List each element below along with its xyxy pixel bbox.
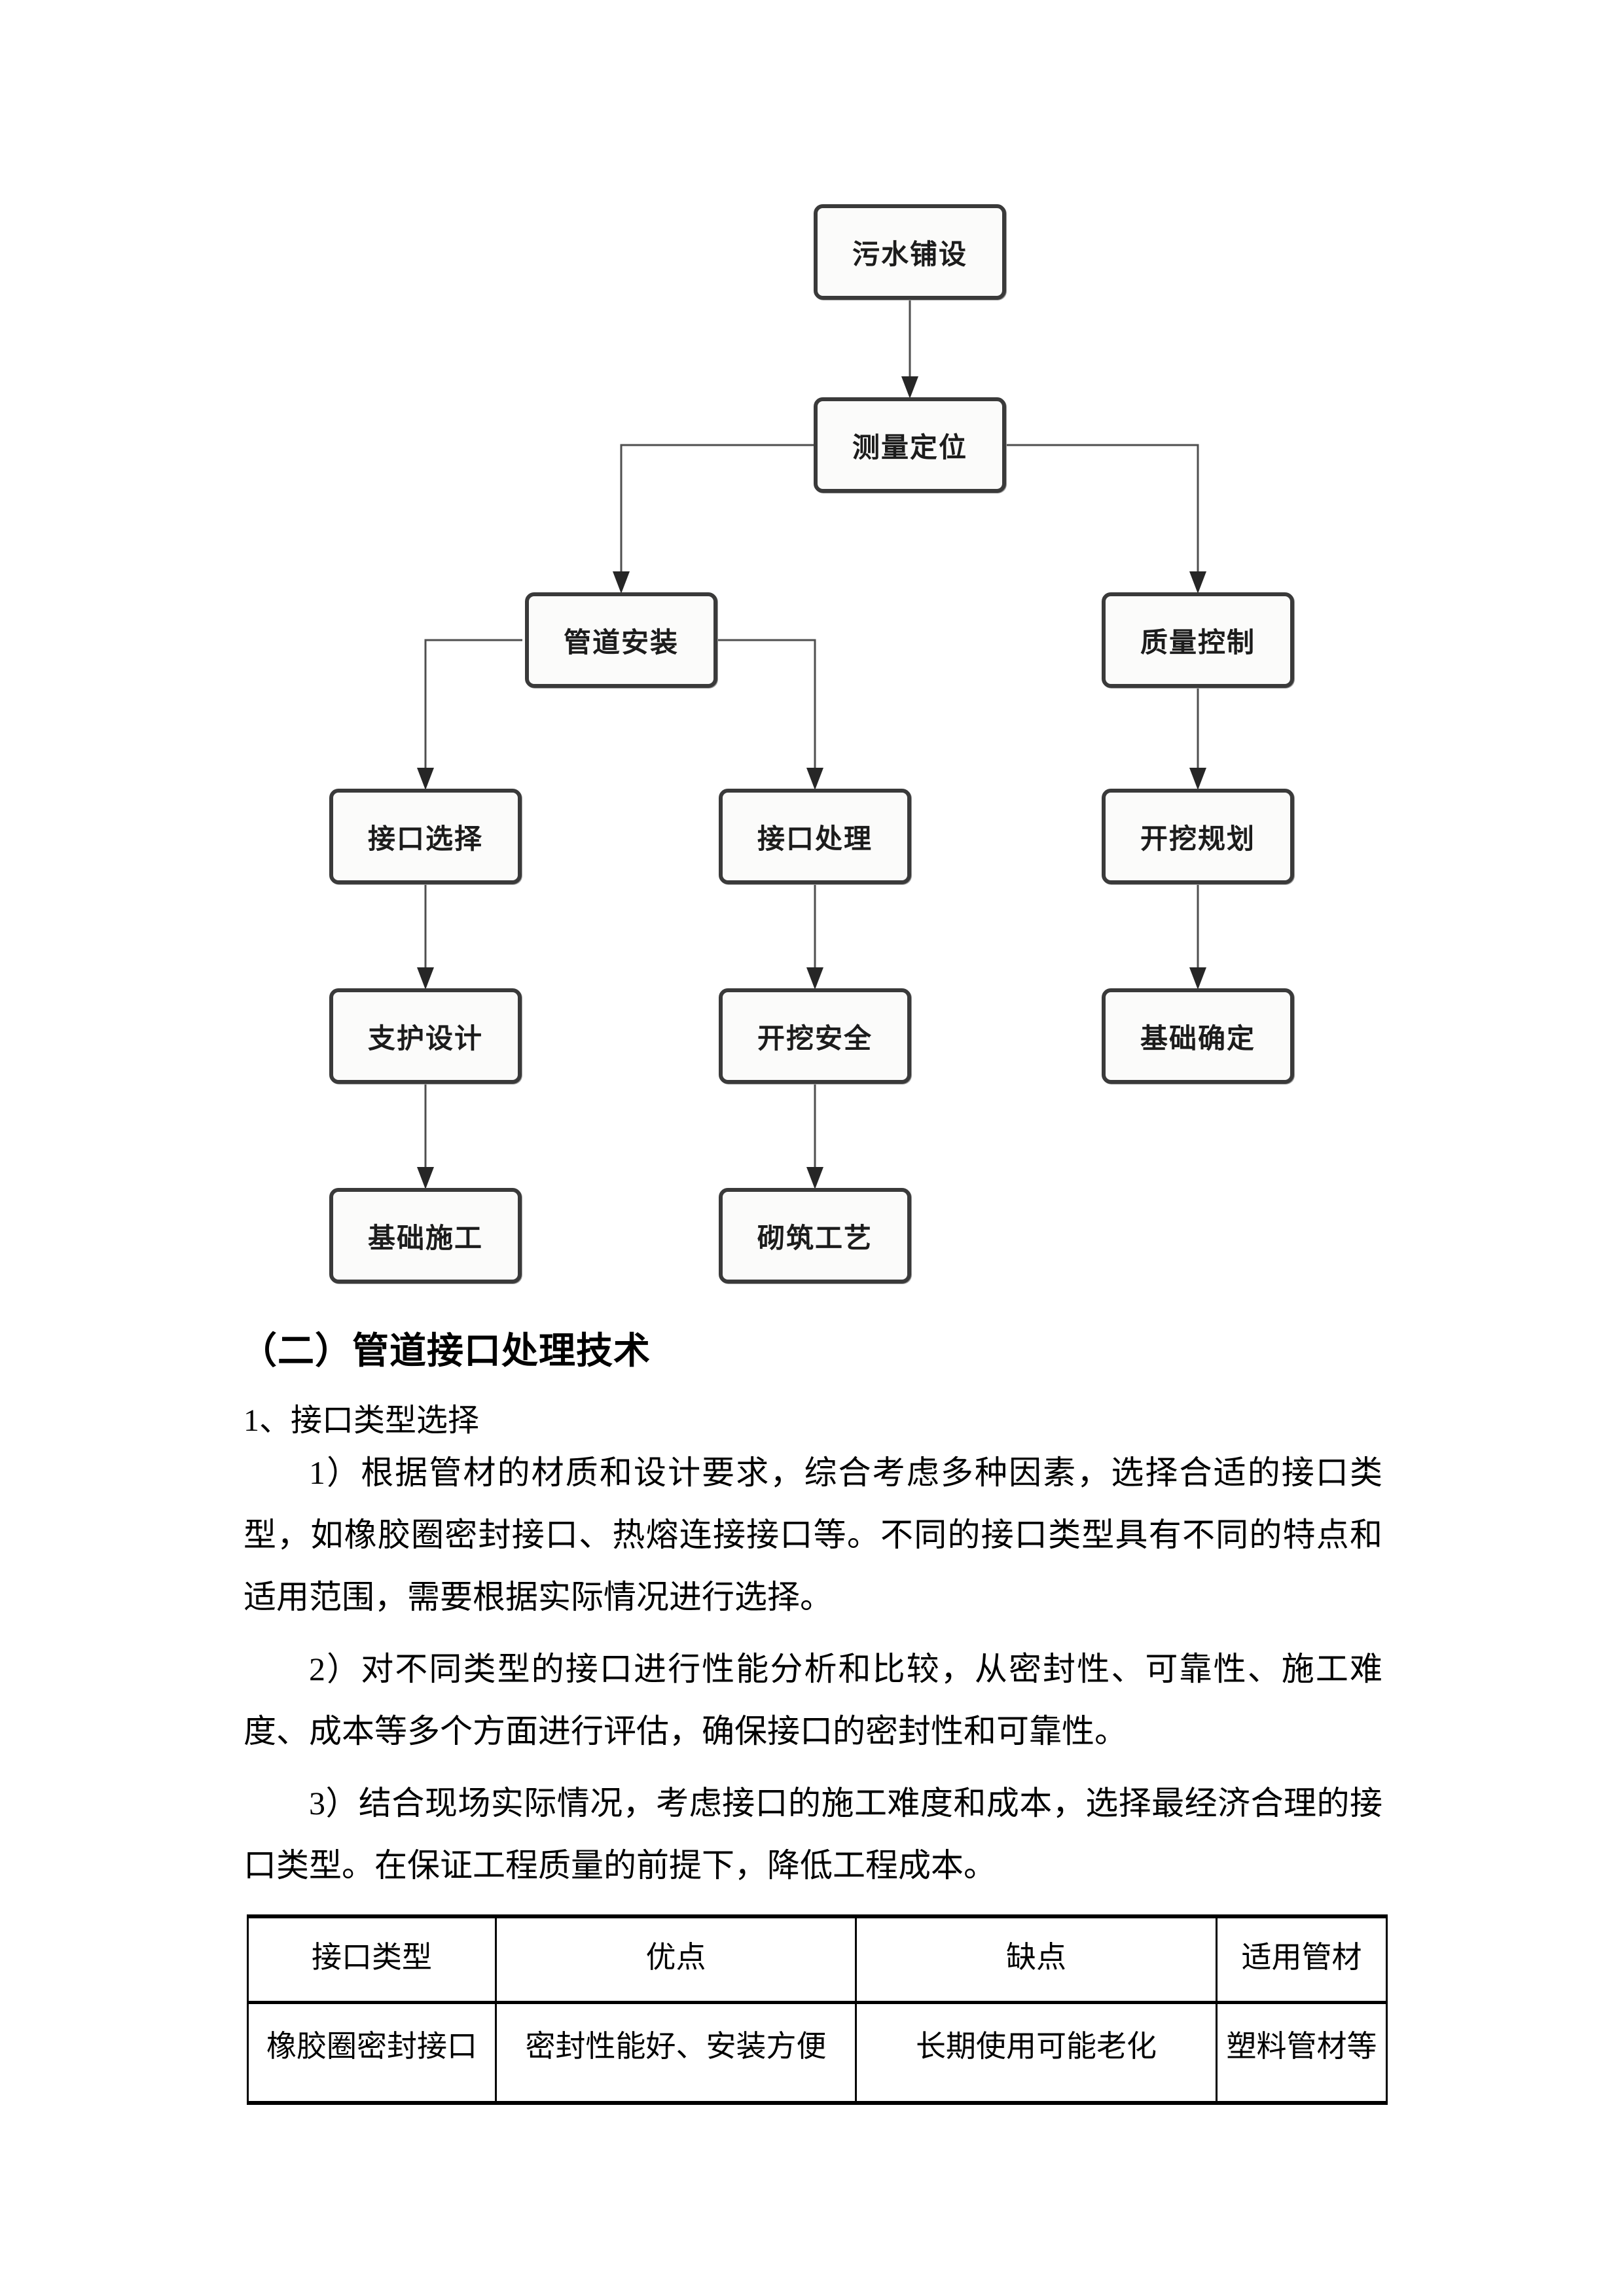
col-header-advantages: 优点 [495,1915,857,2004]
paragraph-3: 3）结合现场实际情况，考虑接口的施工难度和成本，选择最经济合理的接 口类型。在保… [244,1772,1382,1897]
flow-node-label: 支护设计 [367,1024,483,1054]
flow-node-label: 污水铺设 [852,240,967,270]
cell-applicable-pipes: 塑料管材等 [1216,2001,1388,2104]
connector-survey-to-quality [1006,444,1199,571]
flow-node-sewage-laying: 污水铺设 [814,204,1006,300]
paragraph-line: 度、成本等多个方面进行评估，确保接口的密封性和可靠性。 [244,1713,1127,1749]
flow-node-label: 开挖规划 [1140,824,1255,855]
flow-node-label: 接口选择 [367,824,483,855]
paragraph-line: 3）结合现场实际情况，考虑接口的施工难度和成本，选择最经济合理的接 [309,1785,1382,1821]
section-heading: （二）管道接口处理技术 [240,1331,651,1372]
flow-node-label: 基础施工 [367,1223,483,1254]
joint-type-table: 接口类型 优点 缺点 适用管材 橡胶圈密封接口 密封性能好、安装方便 长期使用可… [247,1914,1388,2105]
flow-node-joint-selection: 接口选择 [329,789,522,884]
cell-disadvantages: 长期使用可能老化 [855,2001,1218,2104]
paragraph-1: 1）根据管材的材质和设计要求，综合考虑多种因素，选择合适的接口类 型，如橡胶圈密… [244,1442,1382,1628]
cell-advantages: 密封性能好、安装方便 [495,2001,857,2104]
flow-node-masonry-technique: 砌筑工艺 [719,1188,911,1283]
paragraph-line: 2）对不同类型的接口进行性能分析和比较，从密封性、可靠性、施工难 [309,1651,1382,1687]
flow-node-joint-treatment: 接口处理 [719,789,911,884]
table-row: 橡胶圈密封接口 密封性能好、安装方便 长期使用可能老化 塑料管材等 [247,2001,1388,2104]
flow-node-label: 质量控制 [1140,628,1255,658]
process-flowchart: 污水铺设 测量定位 管道安装 质量控制 接口选择 接口处理 开挖规划 支护设计 … [329,204,1294,1283]
paragraph-line: 口类型。在保证工程质量的前提下，降低工程成本。 [244,1847,996,1884]
paragraph-line: 1）根据管材的材质和设计要求，综合考虑多种因素，选择合适的接口类 [309,1454,1382,1491]
flow-node-support-design: 支护设计 [329,988,522,1084]
cell-joint-type: 橡胶圈密封接口 [247,2001,497,2104]
flow-node-label: 开挖安全 [757,1024,873,1054]
flow-node-quality-control: 质量控制 [1102,592,1294,688]
paragraph-2: 2）对不同类型的接口进行性能分析和比较，从密封性、可靠性、施工难 度、成本等多个… [244,1638,1382,1763]
flow-node-label: 管道安装 [563,628,679,658]
arrowheads [417,376,1206,1189]
col-header-disadvantages: 缺点 [855,1915,1218,2004]
col-header-applicable-pipes: 适用管材 [1216,1915,1388,2004]
flow-node-excavation-safety: 开挖安全 [719,988,911,1084]
connector-pipe-to-joint-treatment [715,639,816,768]
flow-node-foundation-confirm: 基础确定 [1102,988,1294,1084]
flow-node-pipe-installation: 管道安装 [525,592,717,688]
flow-node-foundation-construct: 基础施工 [329,1188,522,1283]
flow-node-label: 接口处理 [757,824,873,855]
flow-node-excavation-planning: 开挖规划 [1102,789,1294,884]
connector-pipe-to-joint-selection [424,639,522,768]
flow-node-label: 测量定位 [852,433,967,463]
col-header-joint-type: 接口类型 [247,1915,497,2004]
paragraph-line: 型，如橡胶圈密封接口、热熔连接接口等。不同的接口类型具有不同的特点和 [244,1516,1382,1553]
flow-node-survey-positioning: 测量定位 [814,397,1006,493]
table-header-row: 接口类型 优点 缺点 适用管材 [247,1915,1388,2004]
flow-connectors [417,300,1206,1189]
connector-survey-to-pipe [620,444,814,571]
paragraph-line: 适用范围，需要根据实际情况进行选择。 [244,1579,833,1615]
flow-node-label: 砌筑工艺 [757,1223,873,1254]
flow-node-label: 基础确定 [1140,1024,1255,1054]
section-subheading: 1、接口类型选择 [244,1403,480,1438]
